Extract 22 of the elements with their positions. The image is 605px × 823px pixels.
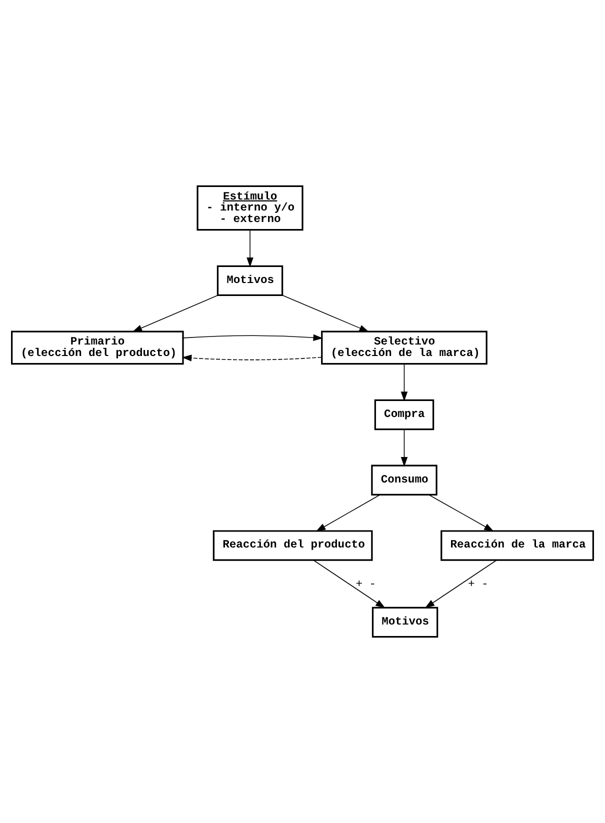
node-box: Selectivo (elección de la marca) [321, 330, 488, 365]
arrow [282, 294, 370, 332]
edge-label: + - [468, 578, 488, 591]
arrow [246, 230, 254, 268]
edge-label: + - [356, 578, 376, 591]
node-box: Reacción de la marca [440, 530, 594, 561]
node-box: Estímulo - interno y/o - externo [196, 185, 304, 231]
node-box: Motivos [216, 265, 284, 296]
arrow [400, 364, 408, 402]
arrow [424, 560, 498, 608]
node-box: Primario (elección del producto) [11, 330, 184, 365]
arrow [182, 334, 323, 341]
arrow [132, 294, 218, 332]
arrow [316, 494, 380, 532]
node-box: Consumo [371, 464, 438, 496]
node-box: Compra [374, 399, 434, 430]
arrow [182, 354, 322, 362]
node-box: Motivos [372, 606, 438, 638]
arrow [400, 428, 408, 467]
arrow [428, 494, 494, 532]
arrow [312, 560, 386, 608]
node-box: Reacción del producto [212, 530, 373, 561]
